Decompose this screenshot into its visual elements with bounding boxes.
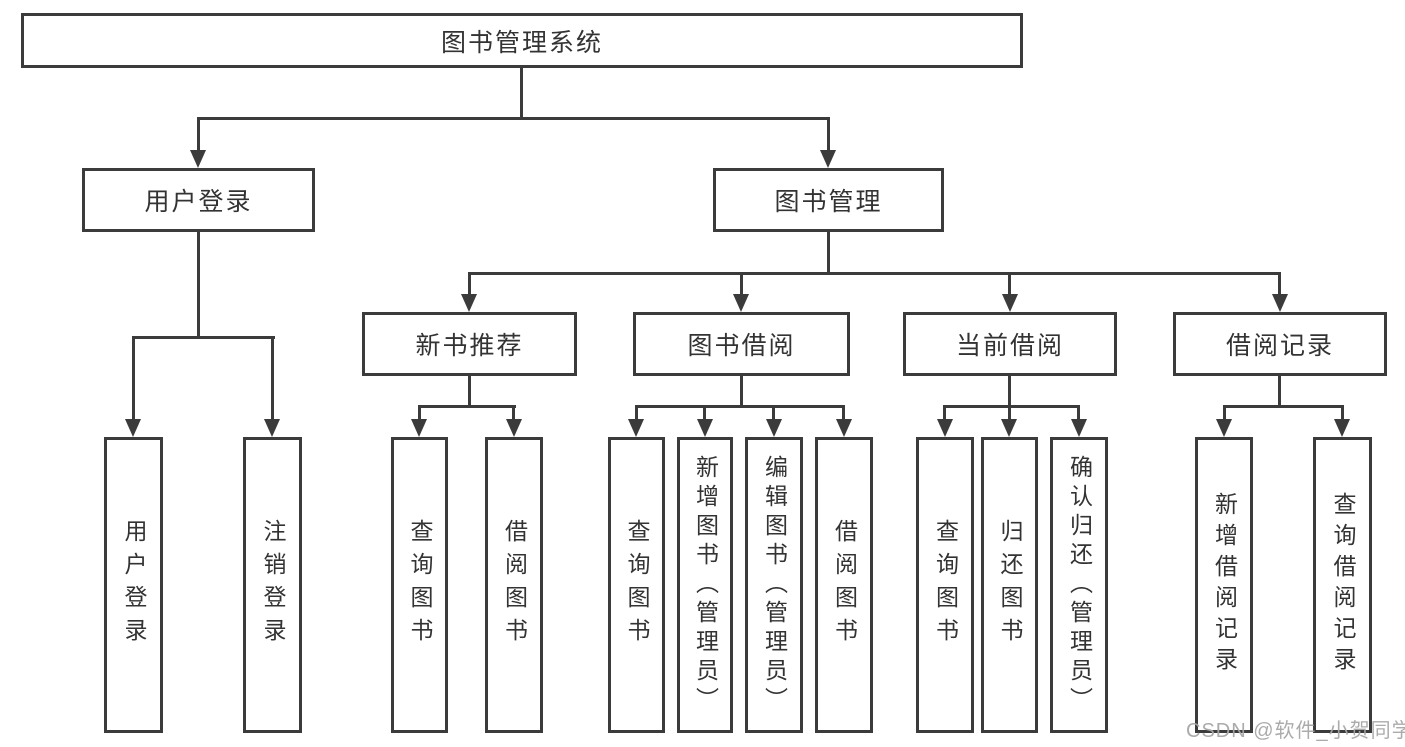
connector-rec-spread [418, 405, 516, 408]
connector-bb-spread [635, 405, 845, 408]
node-label: 当前借阅 [955, 332, 1064, 360]
node-library-system: 图书管理系统 [21, 13, 1023, 68]
connector-drop-rec-borrow [512, 405, 515, 421]
connector-drop-bb-edit [772, 405, 775, 421]
connector-root-trunk [520, 68, 523, 120]
node-current-borrow: 当前借阅 [903, 312, 1117, 376]
node-book-mgmt: 图书管理 [713, 168, 944, 232]
node-leaf-rec-query: 查询图书 [391, 437, 448, 733]
connector-root-spread [197, 117, 830, 120]
arrowhead-cb-query [937, 419, 953, 437]
connector-drop-borrow-record [1278, 272, 1281, 296]
connector-rec-trunk [468, 376, 471, 408]
connector-bb-trunk [740, 376, 743, 408]
node-label: 图书管理系统 [440, 28, 603, 57]
connector-drop-login-leaf [132, 336, 135, 421]
arrowhead-book-mgmt [820, 150, 836, 168]
connector-drop-bb-add [703, 405, 706, 421]
node-new-rec: 新书推荐 [362, 312, 577, 376]
node-label: 归还图书 [997, 519, 1023, 651]
arrowhead-borrow-record [1272, 294, 1288, 312]
node-label: 用户登录 [121, 519, 147, 651]
node-label: 借阅图书 [831, 519, 858, 651]
node-leaf-br-add: 新增借阅记录 [1195, 437, 1253, 733]
connector-br-spread [1223, 405, 1344, 408]
node-label: 借阅图书 [501, 519, 528, 651]
node-label: 新增图书（管理员） [692, 454, 719, 716]
node-leaf-logout: 注销登录 [243, 437, 302, 733]
node-user-login: 用户登录 [82, 168, 315, 232]
arrowhead-cb-return [1001, 419, 1017, 437]
watermark-text: CSDN @软件_小贺同学 [1186, 720, 1405, 742]
arrowhead-bb-edit [766, 419, 782, 437]
arrowhead-br-query [1334, 419, 1350, 437]
node-book-borrow: 图书借阅 [633, 312, 850, 376]
node-label: 新书推荐 [415, 332, 524, 360]
node-leaf-rec-borrow: 借阅图书 [485, 437, 543, 733]
connector-drop-br-add [1223, 405, 1226, 421]
connector-drop-new-rec [468, 272, 471, 296]
connector-drop-current-borrow [1008, 272, 1011, 296]
connector-user-spread [132, 336, 275, 339]
arrowhead-logout [264, 419, 280, 437]
arrowhead-br-add [1216, 419, 1232, 437]
node-label: 图书借阅 [687, 332, 796, 360]
node-label: 用户登录 [144, 188, 253, 216]
arrowhead-cb-confirm [1071, 419, 1087, 437]
node-label: 新增借阅记录 [1211, 492, 1238, 678]
arrowhead-bb-query [628, 419, 644, 437]
arrowhead-login-leaf [125, 419, 141, 437]
node-leaf-bb-edit: 编辑图书（管理员） [745, 437, 803, 733]
connector-drop-bb-query [635, 405, 638, 421]
node-label: 注销登录 [260, 519, 286, 651]
connector-drop-book-borrow [740, 272, 743, 296]
connector-mgmt-trunk [827, 232, 830, 275]
arrowhead-current-borrow [1002, 294, 1018, 312]
node-leaf-user-login: 用户登录 [104, 437, 163, 733]
node-leaf-cb-query: 查询图书 [916, 437, 974, 733]
node-leaf-br-query: 查询借阅记录 [1313, 437, 1372, 733]
node-label: 查询借阅记录 [1330, 492, 1356, 678]
node-borrow-record: 借阅记录 [1173, 312, 1387, 376]
connector-cb-trunk [1008, 376, 1011, 408]
node-leaf-bb-add: 新增图书（管理员） [677, 437, 733, 733]
connector-drop-br-query [1341, 405, 1344, 421]
node-label: 图书管理 [774, 188, 883, 216]
arrowhead-new-rec [461, 294, 477, 312]
connector-mgmt-spread [468, 272, 1281, 275]
node-leaf-cb-return: 归还图书 [981, 437, 1038, 733]
arrowhead-rec-borrow [506, 419, 522, 437]
connector-drop-cb-return [1008, 405, 1011, 421]
connector-drop-rec-query [418, 405, 421, 421]
node-label: 确认归还（管理员） [1066, 454, 1093, 716]
connector-drop-cb-confirm [1077, 405, 1080, 421]
connector-drop-bb-borrow [842, 405, 845, 421]
connector-drop-book-mgmt [827, 117, 830, 152]
connector-cb-spread [943, 405, 1080, 408]
node-label: 查询图书 [932, 519, 959, 651]
node-label: 借阅记录 [1225, 332, 1334, 360]
node-label: 查询图书 [407, 519, 433, 651]
arrowhead-book-borrow [733, 294, 749, 312]
arrowhead-bb-borrow [836, 419, 852, 437]
node-leaf-bb-borrow: 借阅图书 [815, 437, 873, 733]
arrowhead-rec-query [411, 419, 427, 437]
arrowhead-user-login [190, 150, 206, 168]
connector-drop-logout [271, 336, 274, 421]
node-leaf-bb-query: 查询图书 [608, 437, 665, 733]
connector-drop-cb-query [943, 405, 946, 421]
arrowhead-bb-add [697, 419, 713, 437]
node-label: 查询图书 [624, 519, 650, 651]
connector-br-trunk [1278, 376, 1281, 408]
node-leaf-cb-confirm: 确认归还（管理员） [1050, 437, 1108, 733]
node-label: 编辑图书（管理员） [761, 454, 788, 716]
connector-drop-user-login [197, 117, 200, 152]
connector-user-trunk [197, 232, 200, 339]
